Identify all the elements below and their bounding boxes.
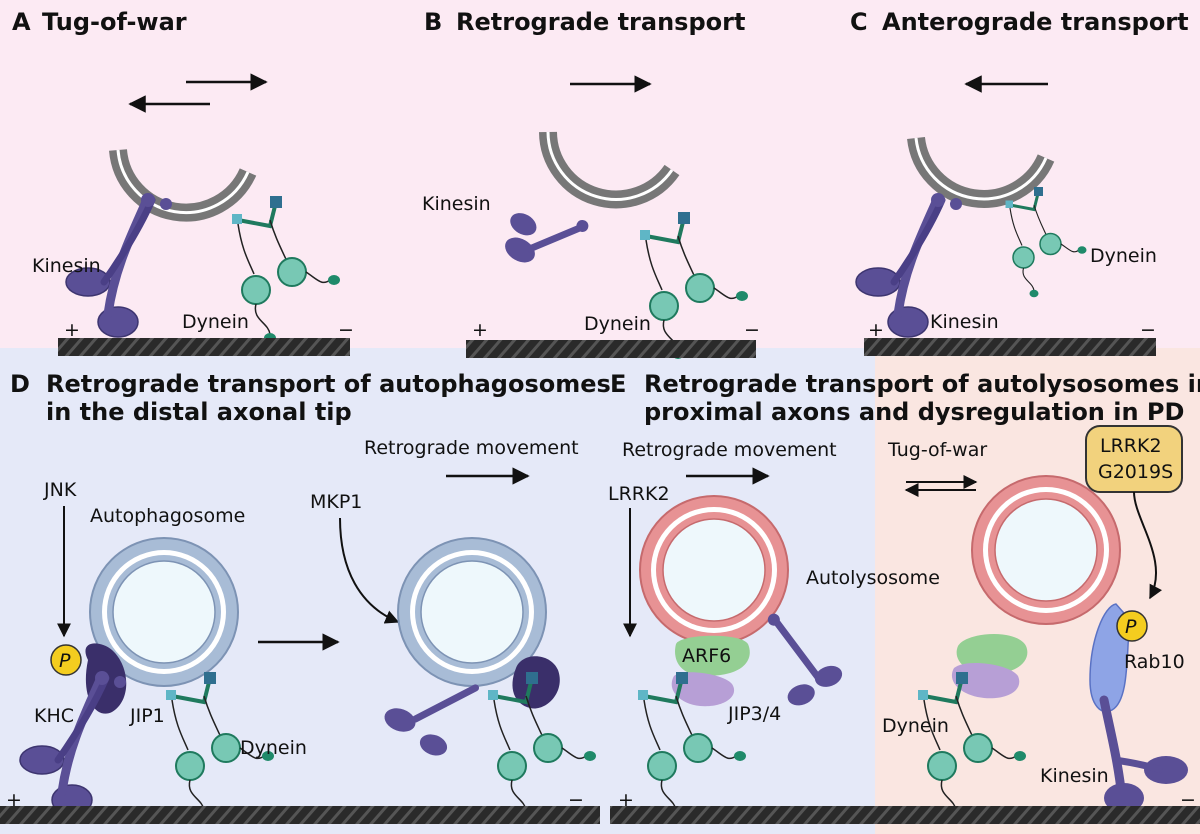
panel-b-title: Retrograde transport bbox=[456, 8, 745, 36]
phospho-marker bbox=[50, 644, 82, 676]
autophagosome-label: Autophagosome bbox=[90, 505, 245, 527]
panel-a-title: Tug-of-war bbox=[42, 8, 187, 36]
phospho-label: P bbox=[1125, 616, 1137, 638]
minus-end: − bbox=[744, 319, 760, 341]
microtubule bbox=[0, 806, 600, 824]
dynein-label: Dynein bbox=[882, 715, 949, 737]
panel-d-title-line1: Retrograde transport of autophagosomes bbox=[46, 370, 611, 398]
lrrk2-box-line2: G2019S bbox=[1098, 461, 1173, 483]
microtubule bbox=[466, 340, 756, 358]
kinesin-label: Kinesin bbox=[930, 311, 999, 333]
kinesin-detached bbox=[384, 684, 480, 756]
panel-d-letter: D bbox=[10, 370, 30, 398]
panel-b: B Retrograde transport Kinesin Dynein + … bbox=[422, 8, 760, 361]
khc-label: KHC bbox=[34, 705, 74, 727]
plus-end: + bbox=[472, 319, 488, 341]
top-background bbox=[0, 0, 1200, 348]
plus-end: + bbox=[6, 789, 22, 811]
kinesin-detached bbox=[767, 613, 843, 706]
phospho-label: P bbox=[59, 650, 71, 672]
panel-c-title: Anterograde transport bbox=[882, 8, 1189, 36]
dynein-label: Dynein bbox=[584, 313, 651, 335]
arf6-label: ARF6 bbox=[682, 645, 731, 667]
dynein-label: Dynein bbox=[182, 311, 249, 333]
panel-e-letter: E bbox=[610, 370, 626, 398]
kinesin-motor bbox=[1099, 695, 1188, 813]
dynein-label: Dynein bbox=[1090, 245, 1157, 267]
panel-e: E Retrograde transport of autolysosomes … bbox=[608, 370, 1200, 824]
minus-end: − bbox=[1140, 319, 1156, 341]
minus-end: − bbox=[1180, 789, 1196, 811]
phospho-marker bbox=[1116, 610, 1148, 642]
lrrk2-label: LRRK2 bbox=[608, 483, 670, 505]
kinesin-label: Kinesin bbox=[32, 255, 101, 277]
dynein-label: Dynein bbox=[240, 737, 307, 759]
panel-c-letter: C bbox=[850, 8, 868, 36]
panel-e-title-line2: proximal axons and dysregulation in PD bbox=[644, 398, 1184, 426]
mkp1-label: MKP1 bbox=[310, 491, 362, 513]
plus-end: + bbox=[868, 319, 884, 341]
retrograde-movement-label: Retrograde movement bbox=[364, 437, 579, 459]
arf6-protein bbox=[675, 635, 750, 676]
retrograde-movement-label: Retrograde movement bbox=[622, 439, 837, 461]
jip34-protein-2 bbox=[951, 662, 1020, 699]
kinesin-detached bbox=[505, 213, 589, 263]
microtubule bbox=[864, 338, 1156, 356]
rab10-label: Rab10 bbox=[1124, 651, 1185, 673]
microtubule bbox=[610, 806, 1200, 824]
kinesin-label: Kinesin bbox=[1040, 765, 1109, 787]
panel-a-letter: A bbox=[12, 8, 31, 36]
panel-e-title-line1: Retrograde transport of autolysosomes in bbox=[644, 370, 1200, 398]
minus-end: − bbox=[338, 319, 354, 341]
jip1-label: JIP1 bbox=[129, 705, 165, 727]
minus-end: − bbox=[568, 789, 584, 811]
lrrk2-g2019s-arrow bbox=[1133, 491, 1163, 600]
panel-c: C Anterograde transport Dynein Kinesin +… bbox=[850, 8, 1189, 356]
panel-a: A Tug-of-war Kinesin Dynein + − bbox=[12, 8, 354, 356]
plus-end: + bbox=[618, 789, 634, 811]
jnk-label: JNK bbox=[43, 479, 77, 501]
panel-d-title-line2: in the distal axonal tip bbox=[46, 398, 352, 426]
panel-d: D Retrograde transport of autophagosomes… bbox=[0, 370, 611, 824]
jip34-label: JIP3/4 bbox=[727, 703, 781, 725]
panel-b-letter: B bbox=[424, 8, 442, 36]
lrrk2-box-line1: LRRK2 bbox=[1100, 435, 1162, 457]
tug-of-war-label: Tug-of-war bbox=[887, 439, 987, 461]
kinesin-label: Kinesin bbox=[422, 193, 491, 215]
mkp1-arrow bbox=[339, 517, 400, 624]
microtubule bbox=[58, 338, 350, 356]
autolysosome-label: Autolysosome bbox=[806, 567, 940, 589]
plus-end: + bbox=[64, 319, 80, 341]
